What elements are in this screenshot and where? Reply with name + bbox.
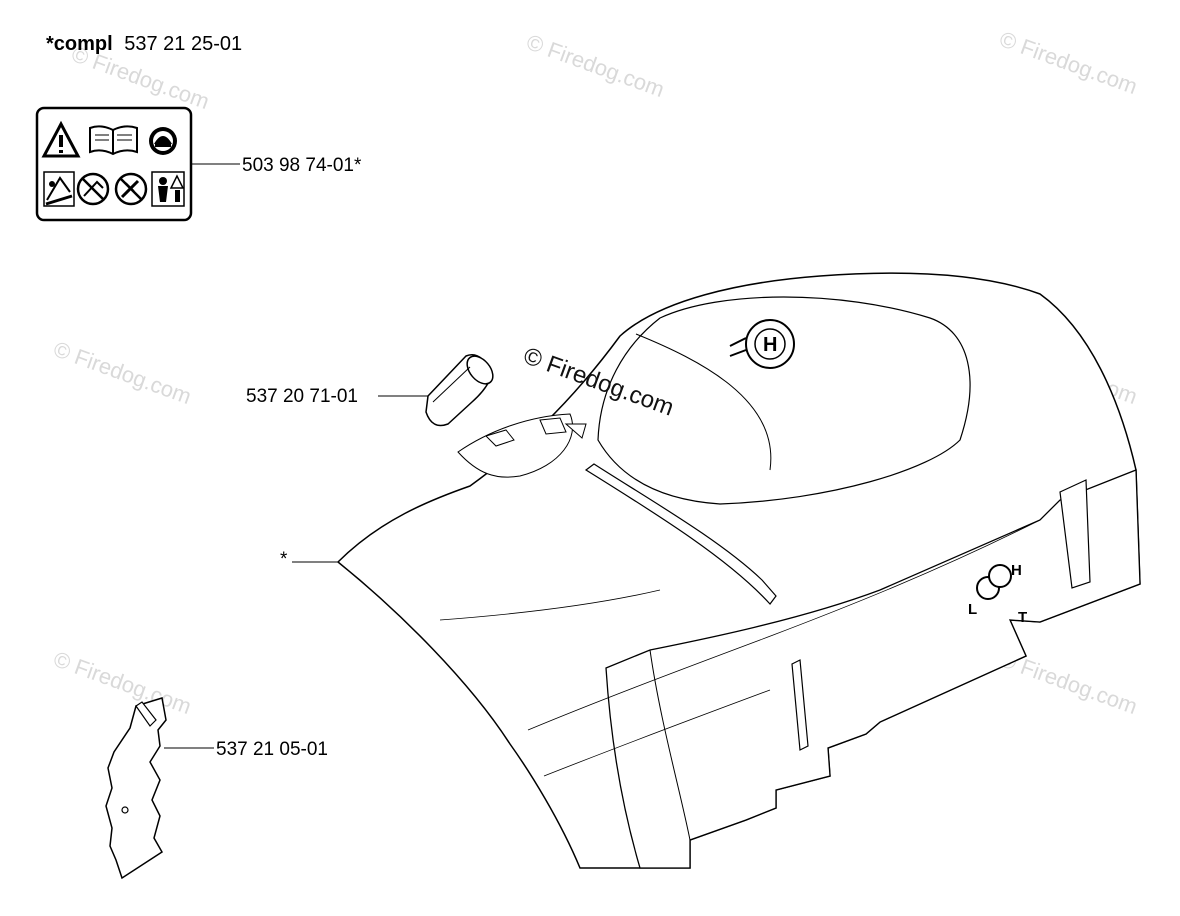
safety-label <box>35 106 193 222</box>
watermark: © Firedog.com <box>523 29 667 102</box>
plug-part-number: 537 20 71-01 <box>246 386 358 407</box>
watermark: © Firedog.com <box>50 646 194 719</box>
l-marking: L <box>968 601 977 618</box>
assembly-number: 537 21 25-01 <box>124 33 242 55</box>
plate-part-number: 537 21 05-01 <box>216 739 328 760</box>
helmet-protection-icon <box>149 127 177 155</box>
deflector-plate <box>105 697 167 880</box>
kickback-hazard-icon <box>43 171 75 207</box>
cylinder-cover: H L H T <box>336 272 1141 869</box>
cover-asterisk: * <box>280 549 288 570</box>
assembly-prefix: *compl <box>46 33 113 55</box>
watermark: © Firedog.com <box>996 26 1140 99</box>
h-marking: H <box>1011 562 1022 579</box>
operator-safety-icon <box>151 171 185 207</box>
watermark: © Firedog.com <box>50 336 194 409</box>
assembly-title: *compl 537 21 25-01 <box>46 33 242 55</box>
brand-emblem: H <box>729 319 795 369</box>
rubber-plug <box>425 354 494 427</box>
no-one-handed-icon <box>76 172 110 206</box>
manual-book-icon <box>89 125 138 156</box>
label-part-number: 503 98 74-01* <box>242 155 362 176</box>
t-marking: T <box>1018 609 1027 626</box>
no-tip-contact-icon <box>114 172 148 206</box>
warning-triangle-icon <box>41 120 81 158</box>
lh-adjustment-marking: L H T <box>968 562 1027 626</box>
brand-letter: H <box>763 334 777 356</box>
